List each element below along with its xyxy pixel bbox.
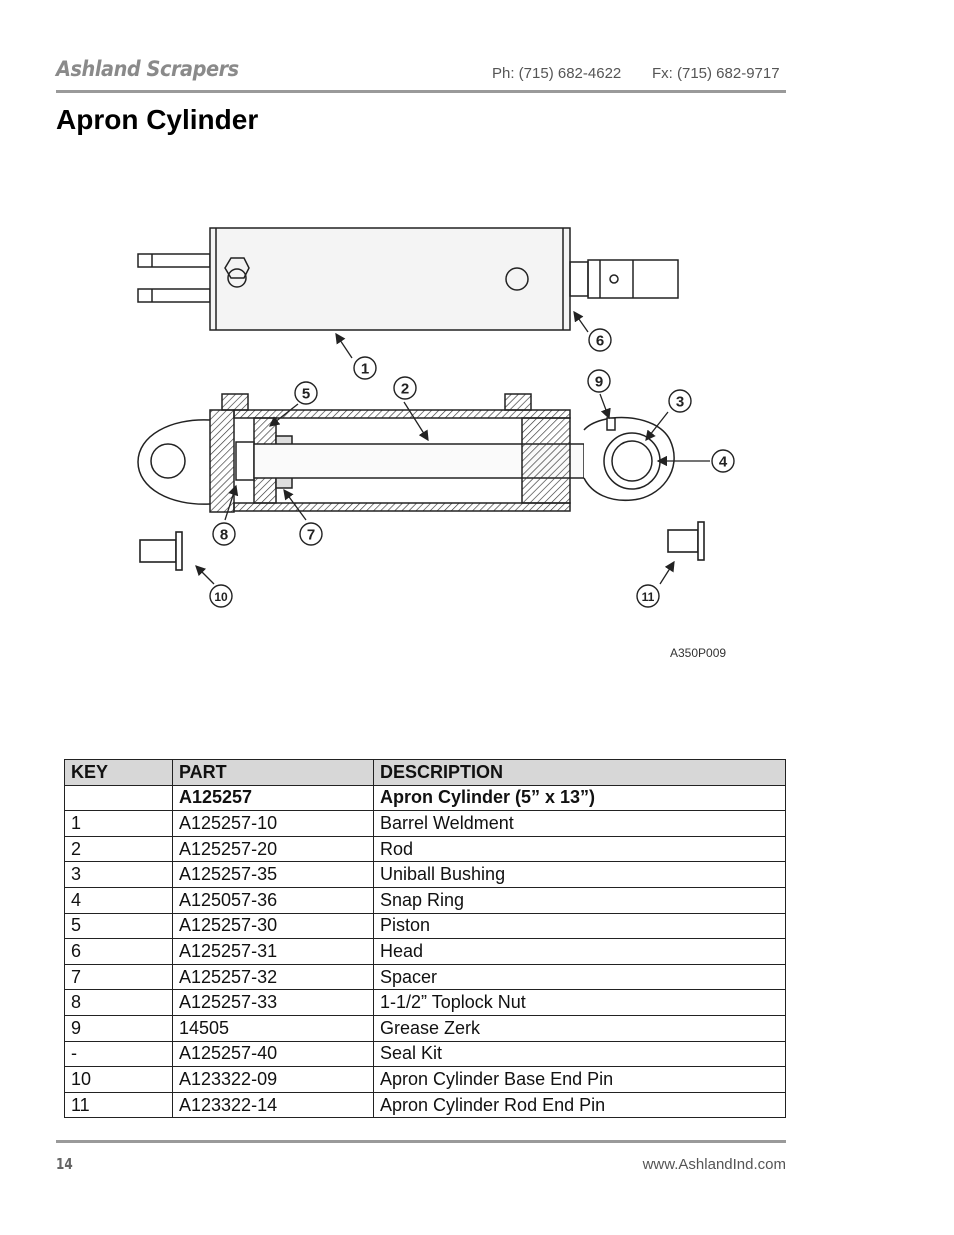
header-divider	[56, 90, 786, 93]
cell-part: A125257-33	[172, 989, 374, 1016]
brand-logo: Ashland Scrapers	[56, 57, 239, 81]
cell-key: 1	[64, 810, 173, 837]
callout-10: 10	[209, 584, 233, 608]
cell-description: Barrel Weldment	[373, 810, 786, 837]
cylinder-section	[137, 393, 675, 513]
callout-9: 9	[587, 369, 611, 393]
cell-key: 8	[64, 989, 173, 1016]
diagram-reference: A350P009	[670, 646, 726, 660]
callout-2: 2	[393, 376, 417, 400]
callout-label: 10	[214, 590, 228, 604]
callout-1: 1	[353, 356, 377, 380]
cell-description: Seal Kit	[373, 1040, 786, 1068]
cell-key: 2	[64, 835, 173, 863]
callout-label: 11	[642, 590, 655, 604]
header-key: KEY	[64, 759, 173, 786]
callout-7: 7	[299, 522, 323, 546]
pins	[139, 521, 705, 571]
callout-label: 4	[719, 454, 728, 471]
cell-part: A123322-09	[172, 1066, 374, 1093]
cell-part: A125257-20	[172, 835, 374, 863]
phone-number: Ph: (715) 682-4622	[492, 65, 622, 82]
website-url: www.AshlandInd.com	[642, 1156, 786, 1173]
cell-description: Apron Cylinder Base End Pin	[373, 1066, 786, 1093]
cell-description: Grease Zerk	[373, 1014, 786, 1042]
cell-description: 1-1/2” Toplock Nut	[373, 989, 786, 1016]
cell-part: A125257	[172, 784, 374, 812]
parts-table: KEY PART DESCRIPTION A125257 Apron Cylin…	[64, 759, 786, 1119]
cell-key: 10	[64, 1066, 173, 1093]
cell-part: A125257-31	[172, 938, 374, 965]
cell-description: Rod	[373, 835, 786, 863]
cell-key: 7	[64, 963, 173, 991]
callout-3: 3	[668, 389, 692, 413]
callout-label: 1	[361, 361, 369, 378]
cell-key: 3	[64, 861, 173, 888]
header-description: DESCRIPTION	[373, 759, 786, 786]
page-title: Apron Cylinder	[56, 104, 259, 135]
cell-description: Apron Cylinder (5” x 13”)	[373, 784, 786, 812]
cell-key: 6	[64, 938, 173, 965]
cell-description: Apron Cylinder Rod End Pin	[373, 1091, 786, 1119]
cell-part: A125257-35	[172, 861, 374, 888]
cell-key: 4	[64, 886, 173, 914]
cell-description: Head	[373, 938, 786, 965]
cell-part: A125257-10	[172, 810, 374, 837]
footer-divider	[56, 1140, 786, 1143]
callout-label: 6	[596, 333, 604, 350]
callout-label: 9	[595, 374, 603, 391]
callout-label: 3	[676, 394, 684, 411]
cell-key	[64, 784, 173, 812]
table-header-row: KEY PART DESCRIPTION	[64, 759, 786, 786]
cell-description: Spacer	[373, 963, 786, 991]
cell-description: Snap Ring	[373, 886, 786, 914]
cell-description: Piston	[373, 912, 786, 940]
callout-label: 5	[302, 386, 310, 403]
callout-label: 2	[401, 381, 409, 398]
cell-part: A125057-36	[172, 886, 374, 914]
cell-part: A125257-40	[172, 1040, 374, 1068]
callout-5: 5	[294, 381, 318, 405]
callout-label: 7	[307, 527, 315, 544]
cell-key: -	[64, 1040, 173, 1068]
cell-key: 9	[64, 1014, 173, 1042]
cell-key: 5	[64, 912, 173, 940]
callout-4: 4	[711, 449, 735, 473]
cylinder-diagram: 1 2 3 4 5 6 7 8 9 10 11 A350P009	[137, 227, 735, 660]
fax-number: Fx: (715) 682-9717	[652, 65, 780, 82]
callout-8: 8	[212, 522, 236, 546]
cell-key: 11	[64, 1091, 173, 1119]
header-part: PART	[172, 759, 374, 786]
cell-part: A125257-32	[172, 963, 374, 991]
cell-part: 14505	[172, 1014, 374, 1042]
callout-label: 8	[220, 527, 228, 544]
cell-part: A123322-14	[172, 1091, 374, 1119]
cell-part: A125257-30	[172, 912, 374, 940]
callout-11: 11	[636, 584, 660, 608]
cylinder-exterior	[137, 227, 679, 331]
leader-lines	[195, 310, 710, 585]
page-number: 14	[56, 1155, 73, 1173]
callout-6: 6	[588, 328, 612, 352]
table-row-assembly: A125257 Apron Cylinder (5” x 13”)	[64, 784, 786, 812]
cell-description: Uniball Bushing	[373, 861, 786, 888]
